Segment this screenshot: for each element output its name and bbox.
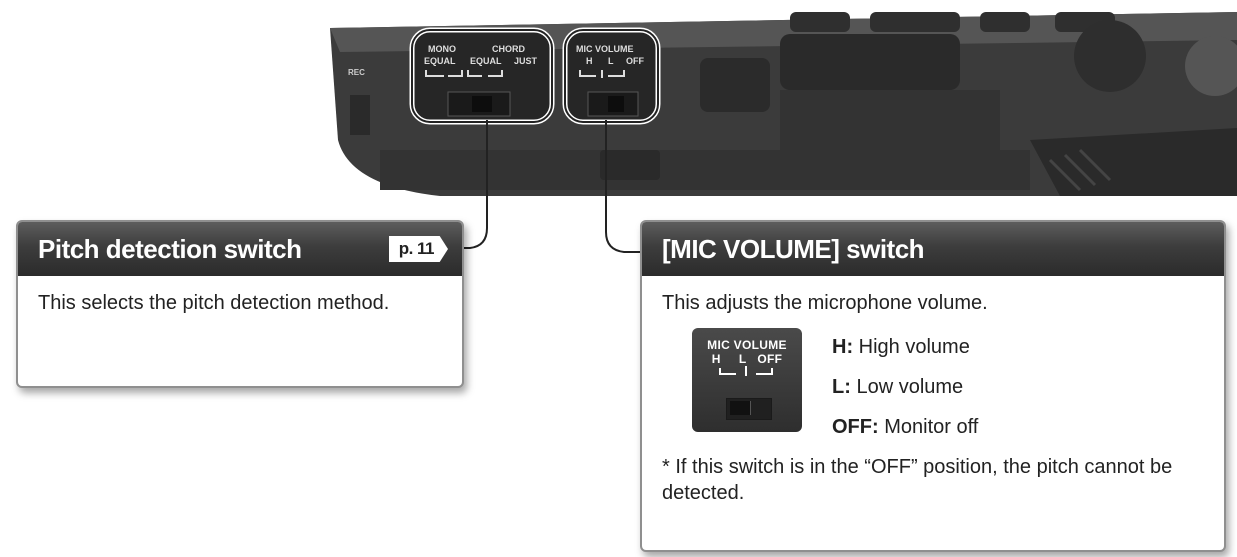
mini-switch-brackets [719, 366, 773, 376]
setting-low-key: L: [832, 376, 851, 398]
mic-label-l: L [608, 56, 614, 66]
mini-switch-h: H [711, 352, 721, 366]
setting-high: H: High volume [832, 336, 970, 359]
mini-switch-title: MIC VOLUME [707, 338, 787, 352]
mic-callout-intro: This adjusts the microphone volume. [662, 292, 988, 314]
mic-label-h: H [586, 56, 593, 66]
setting-off: OFF: Monitor off [832, 416, 978, 439]
pitch-label-just: JUST [514, 56, 538, 66]
pitch-callout-body: This selects the pitch detection method. [38, 292, 390, 314]
setting-high-value: High volume [858, 336, 970, 358]
pitch-label-equal-1: EQUAL [424, 56, 456, 66]
pitch-label-mono: MONO [428, 44, 456, 54]
setting-off-value: Monitor off [884, 416, 979, 438]
mic-switch-illustration: MIC VOLUME H L OFF [692, 328, 802, 432]
pitch-label-equal-2: EQUAL [470, 56, 502, 66]
pitch-label-chord: CHORD [492, 44, 525, 54]
mini-switch-l: L [738, 352, 747, 366]
setting-off-key: OFF: [832, 416, 879, 438]
mic-volume-callout: [MIC VOLUME] switch This adjusts the mic… [640, 220, 1226, 552]
setting-low: L: Low volume [832, 376, 963, 399]
mini-switch-off: OFF [757, 352, 783, 366]
mic-label-title: MIC VOLUME [576, 44, 634, 54]
off-position-note: * If this switch is in the “OFF” positio… [662, 456, 1173, 504]
mini-switch-positions: H L OFF [692, 352, 802, 366]
mic-callout-header: [MIC VOLUME] switch [642, 222, 1224, 276]
setting-low-value: Low volume [856, 376, 964, 398]
pitch-detection-callout: Pitch detection switch p. 11 This select… [16, 220, 464, 388]
rec-label: REC [348, 68, 365, 77]
mini-switch-knob [730, 401, 751, 415]
pitch-callout-header: Pitch detection switch p. 11 [18, 222, 462, 276]
pitch-callout-title: Pitch detection switch [38, 233, 302, 264]
page-reference-link[interactable]: p. 11 [388, 236, 448, 262]
setting-high-key: H: [832, 336, 854, 358]
mic-callout-title: [MIC VOLUME] switch [662, 233, 925, 264]
mic-label-off: OFF [626, 56, 644, 66]
